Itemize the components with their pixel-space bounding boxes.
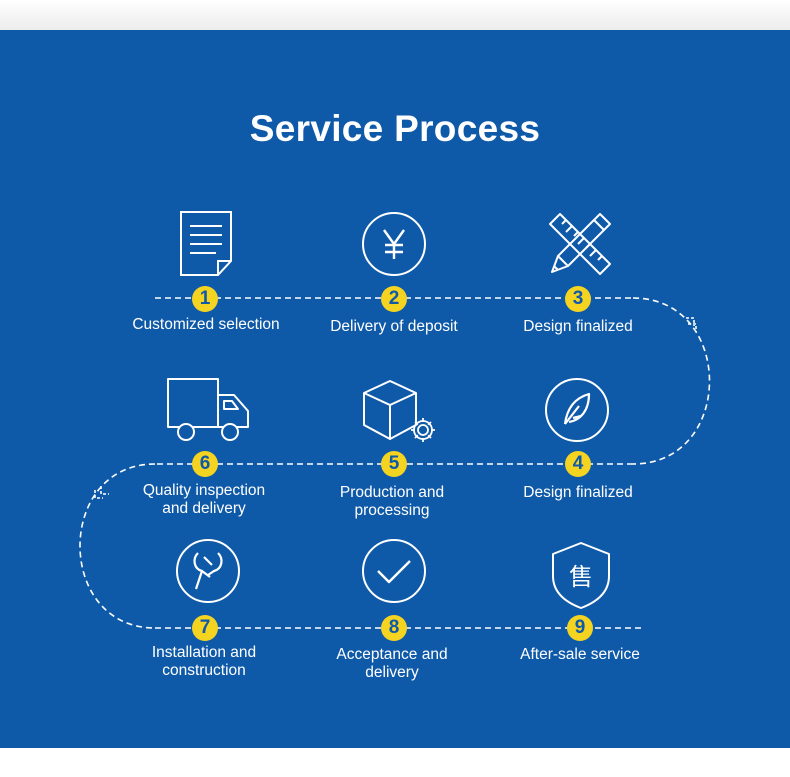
step-badge-4: 4 <box>565 451 591 477</box>
step-label-5: Production and processing <box>339 484 445 519</box>
feather-icon <box>543 376 611 449</box>
yen-icon <box>360 210 428 283</box>
top-strip <box>0 0 790 30</box>
step-label-8: Acceptance and delivery <box>336 646 448 681</box>
step-badge-9: 9 <box>567 615 593 641</box>
step-badge-3: 3 <box>565 286 591 312</box>
step-label-6: Quality inspection and delivery <box>142 482 266 517</box>
step-badge-6: 6 <box>192 451 218 477</box>
step-label-4: Design finalized <box>523 484 633 501</box>
step-badge-7: 7 <box>192 615 218 641</box>
shield-glyph: 售 <box>569 563 593 591</box>
pencil-ruler-icon <box>544 208 616 285</box>
step-label-1: Customized selection <box>132 316 280 333</box>
wrench-icon <box>174 537 242 610</box>
box-gear-icon <box>358 375 440 452</box>
checkmark-icon <box>360 537 428 610</box>
page-title: Service Process <box>249 108 541 149</box>
step-badge-8: 8 <box>381 615 407 641</box>
step-label-3: Design finalized <box>523 318 633 335</box>
step-badge-2: 2 <box>381 286 407 312</box>
step-label-7: Installation and construction <box>151 644 257 679</box>
step-label-9: After-sale service <box>520 646 640 663</box>
step-label-2: Delivery of deposit <box>330 318 458 335</box>
truck-icon <box>164 375 252 450</box>
step-badge-5: 5 <box>381 451 407 477</box>
document-icon <box>178 209 236 284</box>
step-badge-1: 1 <box>192 286 218 312</box>
shield-icon: 售 <box>549 540 613 615</box>
